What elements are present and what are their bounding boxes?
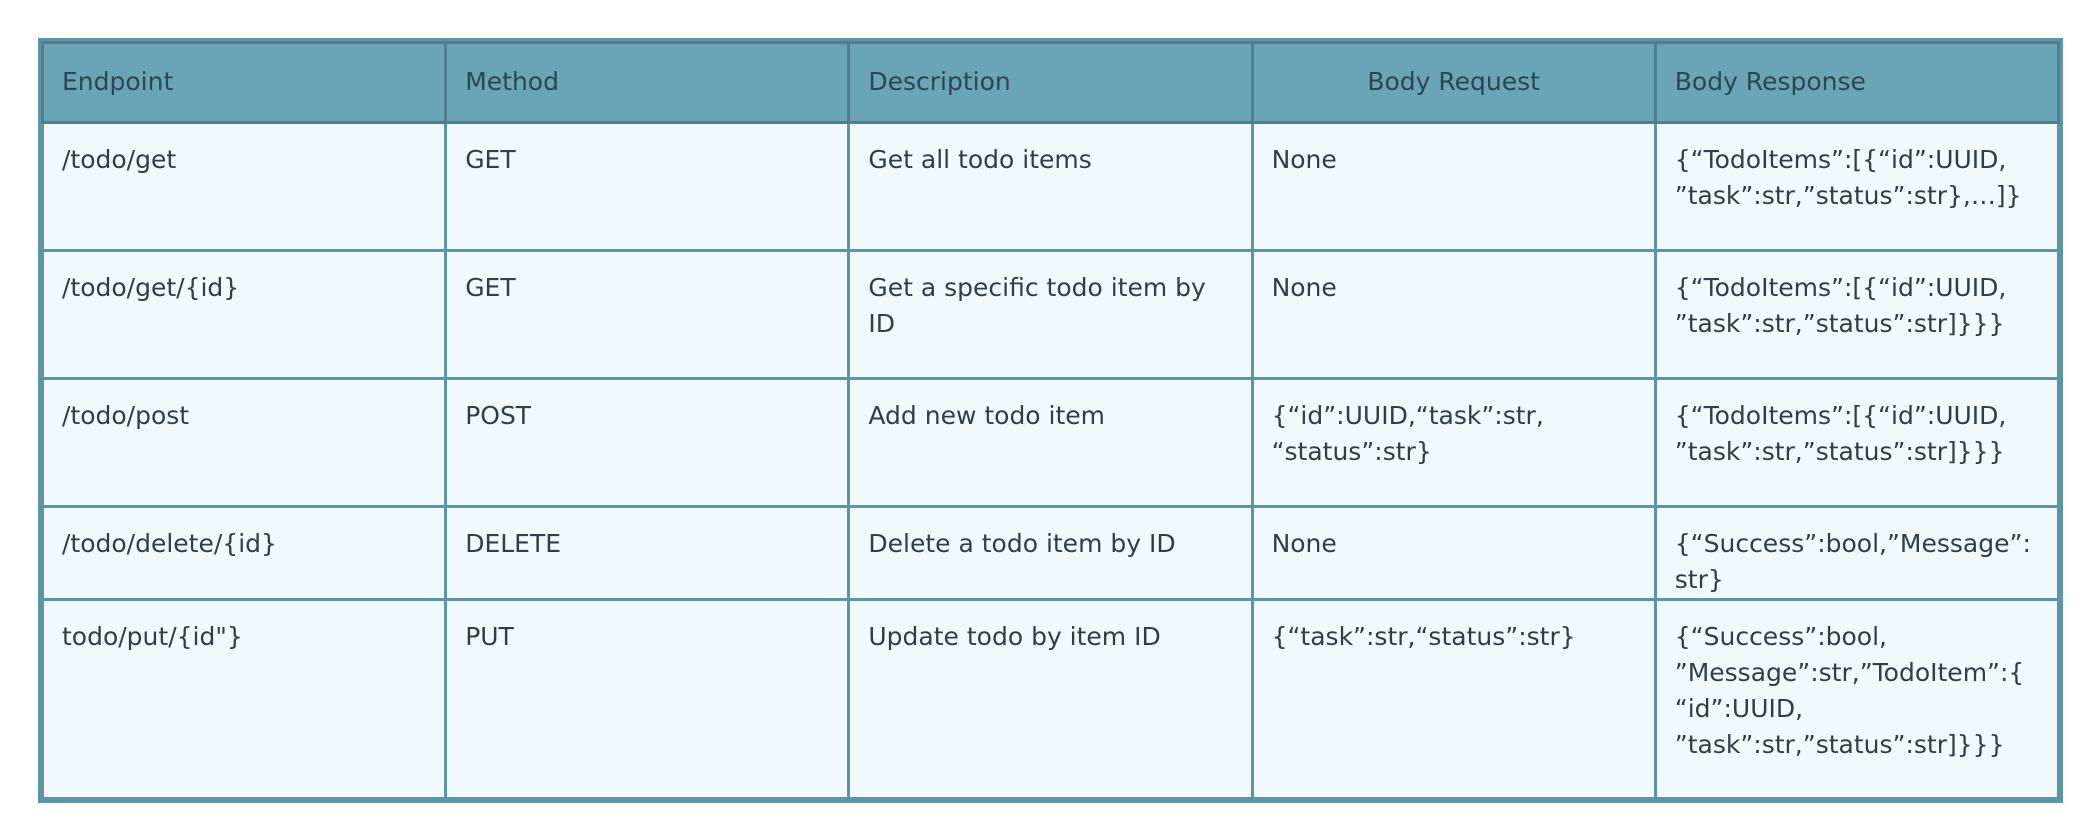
cell-text: DELETE: [465, 529, 562, 558]
cell-text: {“TodoItems”:[{“id”:UUID, ”task”:str,”st…: [1674, 401, 2007, 466]
cell-text: todo/put/{id"}: [62, 622, 243, 651]
table-header: Endpoint Method Description Body Request…: [40, 41, 2061, 124]
cell-description: Add new todo item: [847, 377, 1254, 508]
cell-text: GET: [465, 273, 516, 302]
cell-text: /todo/get/{id}: [62, 273, 240, 302]
header-body-response: Body Response: [1653, 41, 2061, 124]
table-row: /todo/delete/{id} DELETE Delete a todo i…: [40, 505, 2061, 601]
cell-text: /todo/post: [62, 401, 190, 430]
cell-description: Get a specific todo item by ID: [847, 249, 1254, 380]
cell-endpoint: todo/put/{id"}: [40, 598, 448, 800]
cell-method: GET: [444, 249, 851, 380]
cell-body-request: None: [1250, 505, 1657, 601]
header-description: Description: [847, 41, 1254, 124]
cell-text: {“TodoItems”:[{“id”:UUID, ”task”:str,”st…: [1674, 145, 2022, 210]
cell-body-request: {“task”:str,“status”:str}: [1250, 598, 1657, 800]
cell-endpoint: /todo/get/{id}: [40, 249, 448, 380]
cell-body-response: {“TodoItems”:[{“id”:UUID, ”task”:str,”st…: [1653, 377, 2061, 508]
cell-text: PUT: [465, 622, 514, 651]
cell-body-request: None: [1250, 121, 1657, 252]
cell-text: None: [1271, 145, 1337, 174]
table-row: /todo/get GET Get all todo items None {“…: [40, 121, 2061, 252]
cell-method: GET: [444, 121, 851, 252]
cell-body-response: {“Success”:bool,”Message”:str}: [1653, 505, 2061, 601]
cell-endpoint: /todo/get: [40, 121, 448, 252]
cell-text: /todo/get: [62, 145, 177, 174]
cell-text: {“TodoItems”:[{“id”:UUID, ”task”:str,”st…: [1674, 273, 2007, 338]
cell-body-response: {“TodoItems”:[{“id”:UUID, ”task”:str,”st…: [1653, 249, 2061, 380]
cell-body-request: None: [1250, 249, 1657, 380]
cell-description: Get all todo items: [847, 121, 1254, 252]
cell-body-response: {“TodoItems”:[{“id”:UUID, ”task”:str,”st…: [1653, 121, 2061, 252]
cell-description: Delete a todo item by ID: [847, 505, 1254, 601]
cell-text: Get all todo items: [868, 145, 1092, 174]
cell-text: None: [1271, 529, 1337, 558]
cell-endpoint: /todo/post: [40, 377, 448, 508]
cell-text: Add new todo item: [868, 401, 1106, 430]
cell-text: /todo/delete/{id}: [62, 529, 277, 558]
cell-endpoint: /todo/delete/{id}: [40, 505, 448, 601]
header-method: Method: [444, 41, 851, 124]
endpoints-table: Endpoint Method Description Body Request…: [40, 41, 2061, 800]
cell-text: Get a specific todo item by ID: [868, 273, 1206, 338]
api-endpoints-table: Endpoint Method Description Body Request…: [38, 38, 2063, 803]
cell-description: Update todo by item ID: [847, 598, 1254, 800]
table-row: /todo/post POST Add new todo item {“id”:…: [40, 377, 2061, 508]
cell-text: {“Success”:bool,”Message”:str}: [1674, 529, 2031, 594]
header-endpoint: Endpoint: [40, 41, 448, 124]
table-row: todo/put/{id"} PUT Update todo by item I…: [40, 598, 2061, 800]
cell-text: None: [1271, 273, 1337, 302]
cell-body-request: {“id”:UUID,“task”:str, “status”:str}: [1250, 377, 1657, 508]
cell-body-response: {“Success”:bool, ”Message”:str,”TodoItem…: [1653, 598, 2061, 800]
table-body: /todo/get GET Get all todo items None {“…: [40, 121, 2061, 800]
cell-text: Delete a todo item by ID: [868, 529, 1176, 558]
cell-method: PUT: [444, 598, 851, 800]
cell-text: {“Success”:bool, ”Message”:str,”TodoItem…: [1674, 622, 2025, 759]
cell-text: {“task”:str,“status”:str}: [1271, 622, 1576, 651]
cell-text: Update todo by item ID: [868, 622, 1161, 651]
cell-method: DELETE: [444, 505, 851, 601]
cell-text: GET: [465, 145, 516, 174]
cell-text: {“id”:UUID,“task”:str, “status”:str}: [1271, 401, 1544, 466]
table-row: /todo/get/{id} GET Get a specific todo i…: [40, 249, 2061, 380]
cell-method: POST: [444, 377, 851, 508]
cell-text: POST: [465, 401, 532, 430]
header-row: Endpoint Method Description Body Request…: [40, 41, 2061, 124]
header-body-request: Body Request: [1250, 41, 1657, 124]
